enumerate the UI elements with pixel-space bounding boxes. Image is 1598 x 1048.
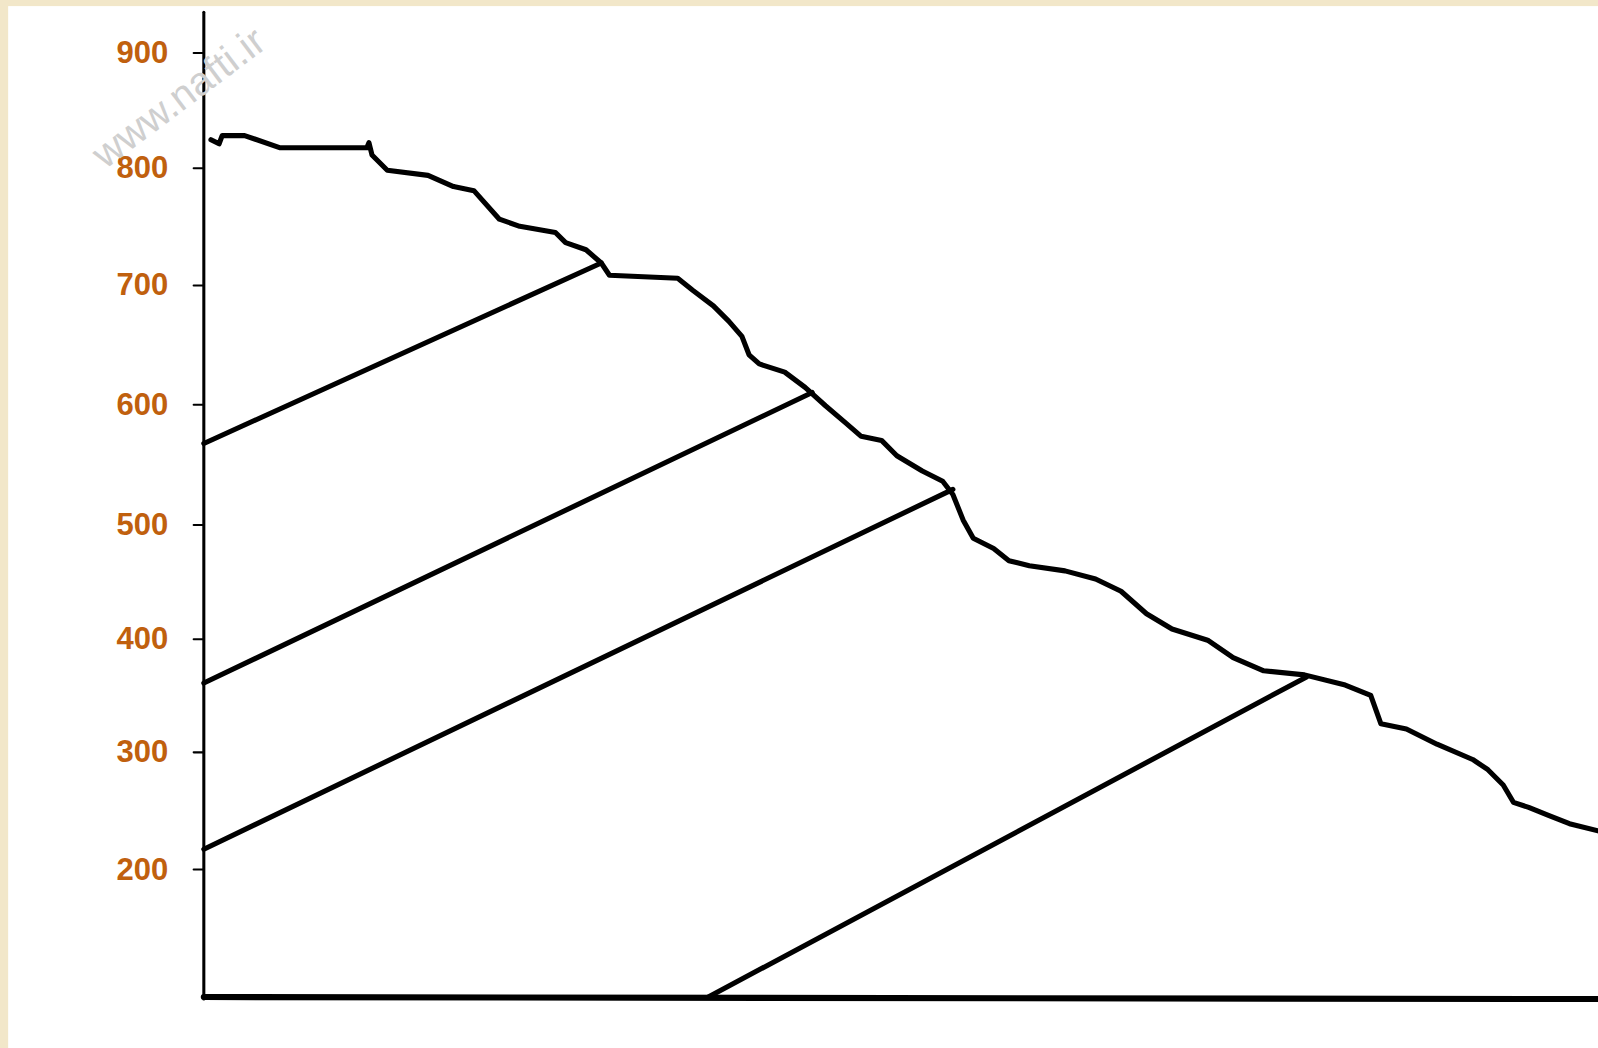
- axis-label: 400: [78, 622, 168, 656]
- x-axis: [204, 997, 1598, 999]
- axis-label: 200: [78, 853, 168, 887]
- plot-ground: [8, 6, 1598, 1048]
- axis-label: 300: [78, 735, 168, 769]
- axis-ticks: [194, 53, 204, 870]
- axis-label: 900: [78, 36, 168, 70]
- terrain-profile: [211, 136, 1598, 831]
- axis-label: 700: [78, 268, 168, 302]
- axis-label: 500: [78, 508, 168, 542]
- bedding-lines: [204, 263, 1307, 997]
- axis-label: 600: [78, 388, 168, 422]
